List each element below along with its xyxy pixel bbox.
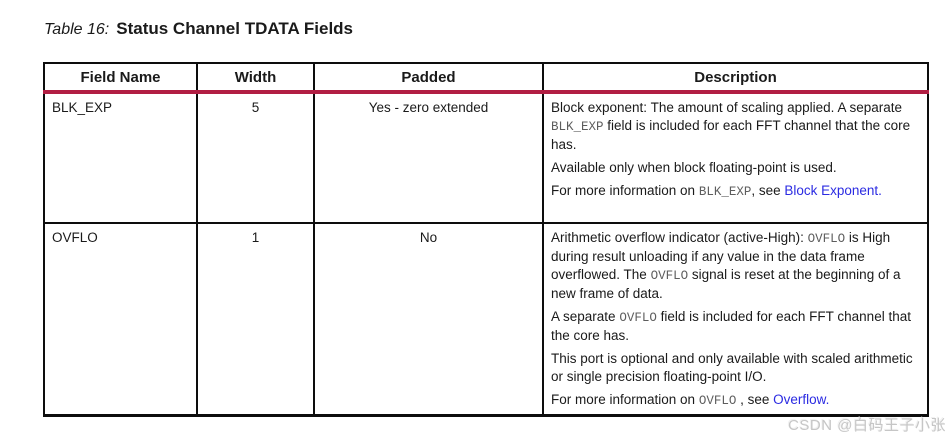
- column-header-description: Description: [542, 62, 929, 94]
- signal-name-text: OVFLO: [698, 394, 737, 408]
- cell-field-name: OVFLO: [43, 222, 198, 417]
- page-title: Status Channel TDATA Fields: [116, 19, 354, 38]
- signal-name-text: OVFLO: [619, 311, 657, 325]
- description-text: Block exponent: The amount of scaling ap…: [551, 100, 902, 115]
- description-text: For more information on: [551, 183, 699, 198]
- doc-cross-reference-link[interactable]: Overflow.: [773, 392, 830, 407]
- cell-width: 5: [196, 91, 315, 224]
- description-text: Available only when block floating-point…: [551, 160, 837, 175]
- description-text: This port is optional and only available…: [551, 351, 913, 384]
- description-text: , see: [751, 183, 785, 198]
- table-caption: Table 16: Status Channel TDATA Fields: [44, 19, 353, 39]
- cell-padded: No: [313, 222, 544, 417]
- signal-name-text: BLK_EXP: [698, 185, 752, 199]
- status-channel-tdata-table: Field Name Width Padded Description BLK_…: [43, 62, 929, 417]
- column-header-width: Width: [196, 62, 315, 94]
- cell-padded: Yes - zero extended: [313, 91, 544, 224]
- table-header-row: Field Name Width Padded Description: [43, 62, 929, 94]
- cell-description: Block exponent: The amount of scaling ap…: [542, 91, 929, 224]
- cell-width: 1: [196, 222, 315, 417]
- table-row: BLK_EXP 5 Yes - zero extended Block expo…: [43, 91, 929, 224]
- signal-name-text: OVFLO: [807, 232, 846, 246]
- doc-cross-reference-link[interactable]: Block Exponent.: [784, 183, 882, 198]
- signal-name-text: OVFLO: [650, 269, 689, 283]
- table-row: OVFLO 1 No Arithmetic overflow indicator…: [43, 222, 929, 417]
- signal-name-text: BLK_EXP: [551, 120, 604, 134]
- table-number: Table 16:: [44, 21, 110, 38]
- description-text: field is included for each FFT channel t…: [551, 309, 911, 343]
- description-text: For more information on: [551, 392, 699, 407]
- description-text: signal is reset at the beginning of a ne…: [551, 267, 901, 301]
- column-header-padded: Padded: [313, 62, 544, 94]
- description-text: Arithmetic overflow indicator (active-Hi…: [551, 230, 808, 245]
- cell-field-name: BLK_EXP: [43, 91, 198, 224]
- csdn-watermark: CSDN @白码王子小张: [788, 417, 946, 434]
- description-text: is High during result unloading if any v…: [551, 230, 891, 282]
- column-header-field-name: Field Name: [43, 62, 198, 94]
- cell-description: Arithmetic overflow indicator (active-Hi…: [542, 222, 929, 417]
- description-text: A separate: [551, 309, 620, 324]
- description-text: field is included for each FFT channel t…: [551, 118, 911, 152]
- description-text: , see: [736, 392, 774, 407]
